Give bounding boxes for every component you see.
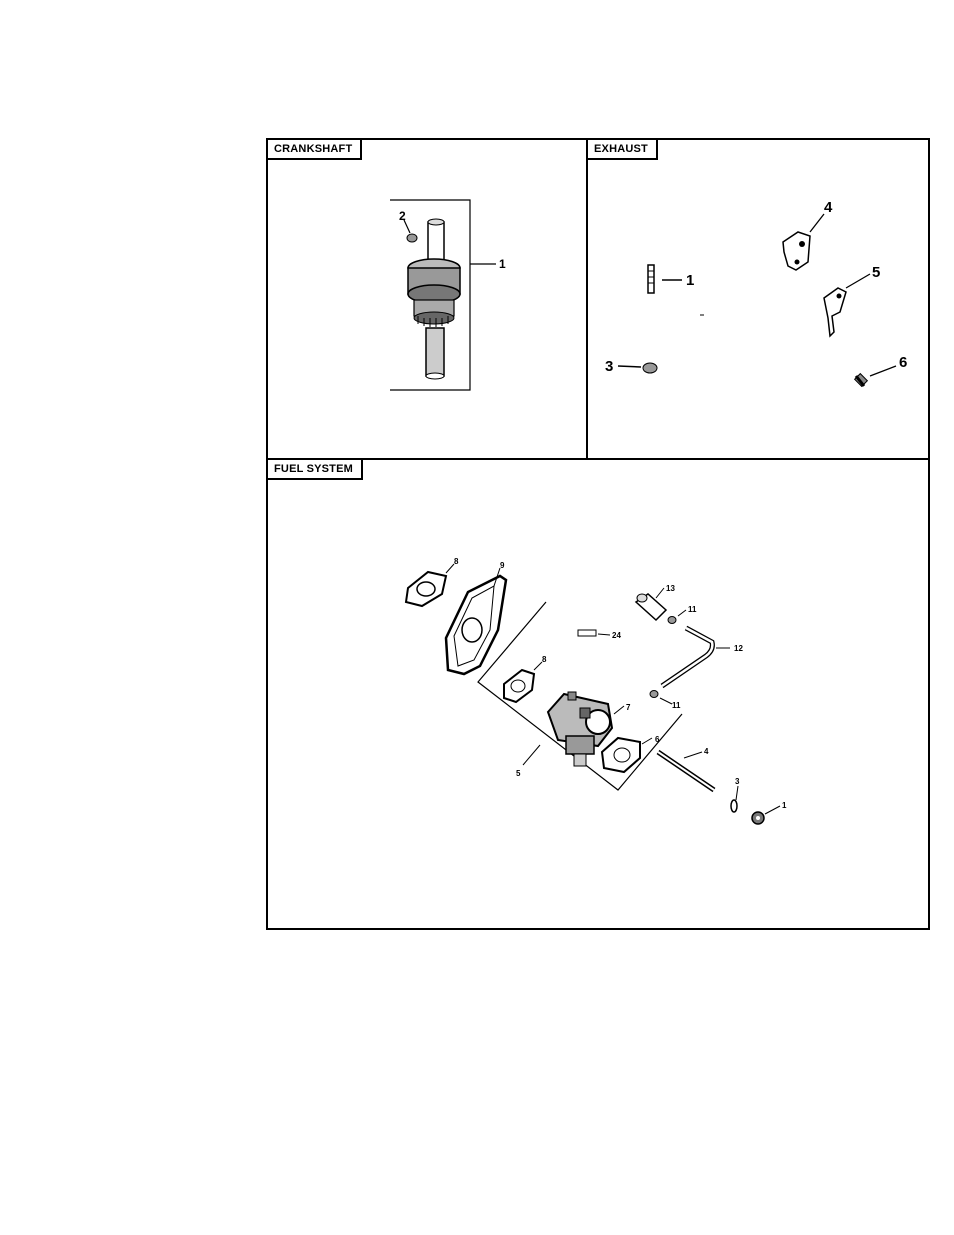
- crankshaft-shaft-top: [428, 222, 444, 262]
- crankshaft-callout-1: 1: [499, 257, 506, 271]
- exhaust-callout-3: 3: [605, 358, 613, 375]
- fuel-callout-12: 12: [734, 644, 743, 653]
- fuel-callout-8b: 8: [542, 655, 547, 664]
- crankshaft-key-part: [407, 234, 417, 242]
- exhaust-callout-5: 5: [872, 264, 880, 281]
- exhaust-callout-6: 6: [899, 354, 907, 371]
- fuel-callout-8a: 8: [454, 557, 459, 566]
- fuel-callout-3: 3: [735, 777, 740, 786]
- fuel-callout-13: 13: [666, 584, 675, 593]
- fuel-clamp-part: [668, 617, 676, 624]
- exhaust-plate-part: [824, 288, 846, 336]
- fuel-callout-11b: 11: [672, 701, 681, 710]
- fuel-system-panel: FUEL SYSTEM 8 9 5 8: [266, 458, 930, 930]
- crankshaft-illustration: 2 1: [268, 140, 586, 458]
- exhaust-callout-1: 1: [686, 272, 694, 289]
- fuel-callout-5: 5: [516, 769, 521, 778]
- exhaust-callout-4: 4: [824, 199, 833, 216]
- fuel-pin-part: [578, 630, 596, 636]
- exhaust-illustration: 1 3 4 5 6: [588, 140, 928, 458]
- crankshaft-panel: CRANKSHAFT 2: [266, 138, 588, 460]
- exhaust-panel: EXHAUST 1 3 4 5 6: [586, 138, 930, 460]
- fuel-callout-7: 7: [626, 703, 631, 712]
- crankshaft-callout-2: 2: [399, 209, 406, 223]
- fuel-callout-6: 6: [655, 735, 660, 744]
- fuel-callout-11a: 11: [688, 605, 697, 614]
- exhaust-nut-part: [643, 363, 657, 373]
- exhaust-stud-part: [648, 265, 654, 293]
- fuel-callout-9: 9: [500, 561, 505, 570]
- fuel-callout-24: 24: [612, 631, 621, 640]
- fuel-washer-part: [731, 800, 737, 812]
- parts-diagram-frame: CRANKSHAFT 2: [266, 138, 930, 930]
- fuel-callout-1: 1: [782, 801, 787, 810]
- fuel-callout-4: 4: [704, 747, 709, 756]
- fuel-system-illustration: 8 9 5 8 7: [268, 460, 928, 928]
